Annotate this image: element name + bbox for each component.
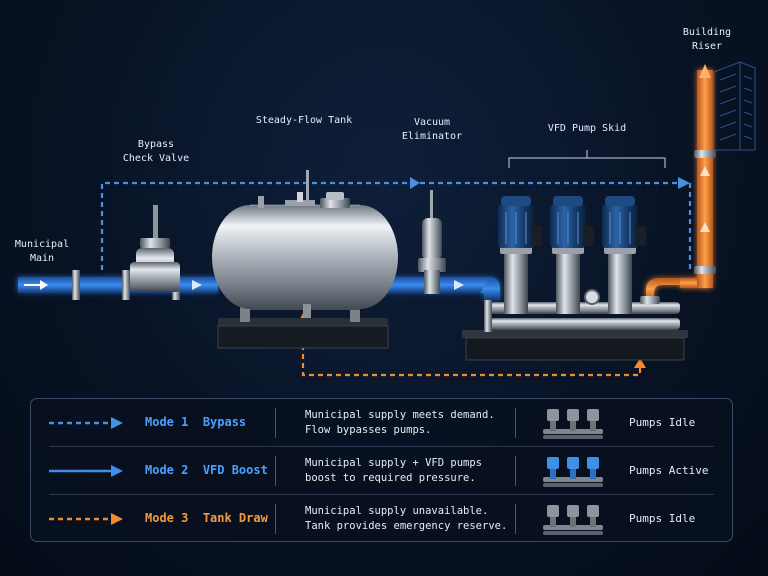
label-vacuum-eliminator: Vacuum Eliminator bbox=[402, 116, 462, 144]
legend-separator bbox=[275, 408, 276, 438]
description-line: boost to required pressure. bbox=[305, 472, 476, 484]
label-line: Municipal bbox=[14, 239, 70, 250]
legend-divider bbox=[49, 494, 714, 495]
legend-mode-label: Mode 3 Tank Draw bbox=[145, 511, 268, 525]
legend-status: Pumps Active bbox=[629, 464, 709, 477]
legend-separator bbox=[515, 408, 516, 438]
label-line: Riser bbox=[691, 41, 723, 52]
label-line: Check Valve bbox=[122, 153, 190, 164]
steady-flow-tank bbox=[212, 170, 398, 310]
pump-array bbox=[498, 196, 646, 314]
mode-number: Mode 2 bbox=[145, 463, 189, 477]
description-line: Tank provides emergency reserve. bbox=[305, 520, 508, 532]
mode-name: Bypass bbox=[202, 415, 247, 429]
legend-row-mode-1: Mode 1 Bypass Municipal supply meets dem… bbox=[31, 399, 732, 447]
pumps-blue-icon bbox=[543, 457, 603, 487]
bypass-check-valve bbox=[130, 205, 180, 292]
mode-name: VFD Boost bbox=[202, 463, 268, 477]
tank-stand bbox=[217, 300, 389, 349]
label-building-riser: Building Riser bbox=[683, 26, 731, 54]
mode-number: Mode 3 bbox=[145, 511, 189, 525]
label-municipal-main: Municipal Main bbox=[15, 238, 69, 266]
mode-legend: Mode 1 Bypass Municipal supply meets dem… bbox=[30, 398, 733, 542]
label-vfd-pump-skid: VFD Pump Skid bbox=[547, 123, 627, 134]
legend-status: Pumps Idle bbox=[629, 416, 696, 429]
description-line: Flow bypasses pumps. bbox=[305, 424, 432, 436]
system-diagram bbox=[18, 61, 756, 377]
vfd-pump bbox=[498, 196, 542, 314]
bypass-flow-path bbox=[100, 181, 685, 270]
legend-separator bbox=[515, 504, 516, 534]
mode-number: Mode 1 bbox=[145, 415, 189, 429]
description-line: Municipal supply + VFD pumps bbox=[305, 457, 483, 469]
pumps-grey-icon bbox=[543, 505, 603, 535]
legend-description: Municipal supply + VFD pumps boost to re… bbox=[305, 456, 482, 486]
legend-separator bbox=[275, 456, 276, 486]
legend-mode-label: Mode 2 VFD Boost bbox=[145, 463, 268, 477]
legend-separator bbox=[275, 504, 276, 534]
legend-mode-label: Mode 1 Bypass bbox=[145, 415, 246, 429]
label-line: Eliminator bbox=[401, 131, 463, 142]
legend-description: Municipal supply meets demand. Flow bypa… bbox=[305, 408, 495, 438]
dashed-blue-arrow-icon bbox=[49, 417, 123, 429]
vfd-pump bbox=[550, 196, 594, 314]
riser-pipe bbox=[646, 70, 713, 300]
pump-skid bbox=[462, 289, 688, 361]
legend-description: Municipal supply unavailable. Tank provi… bbox=[305, 504, 507, 534]
vacuum-eliminator bbox=[418, 190, 446, 294]
label-line: Building bbox=[682, 27, 732, 38]
legend-status: Pumps Idle bbox=[629, 512, 696, 525]
dashed-orange-arrow-icon bbox=[49, 513, 123, 525]
label-bypass-check-valve: Bypass Check Valve bbox=[123, 138, 189, 166]
pumps-grey-icon bbox=[543, 409, 603, 439]
label-steady-flow-tank: Steady-Flow Tank bbox=[255, 115, 353, 126]
legend-separator bbox=[515, 456, 516, 486]
legend-divider bbox=[49, 446, 714, 447]
legend-row-mode-3: Mode 3 Tank Draw Municipal supply unavai… bbox=[31, 495, 732, 543]
solid-blue-arrow-icon bbox=[49, 465, 123, 477]
label-line: Bypass bbox=[137, 139, 175, 150]
legend-row-mode-2: Mode 2 VFD Boost Municipal supply + VFD … bbox=[31, 447, 732, 495]
vfd-pump bbox=[602, 196, 646, 314]
label-line: Main bbox=[29, 253, 55, 264]
label-line: Vacuum bbox=[413, 117, 451, 128]
description-line: Municipal supply unavailable. bbox=[305, 505, 489, 517]
building-icon bbox=[713, 61, 756, 151]
description-line: Municipal supply meets demand. bbox=[305, 409, 495, 421]
mode-name: Tank Draw bbox=[202, 511, 268, 525]
